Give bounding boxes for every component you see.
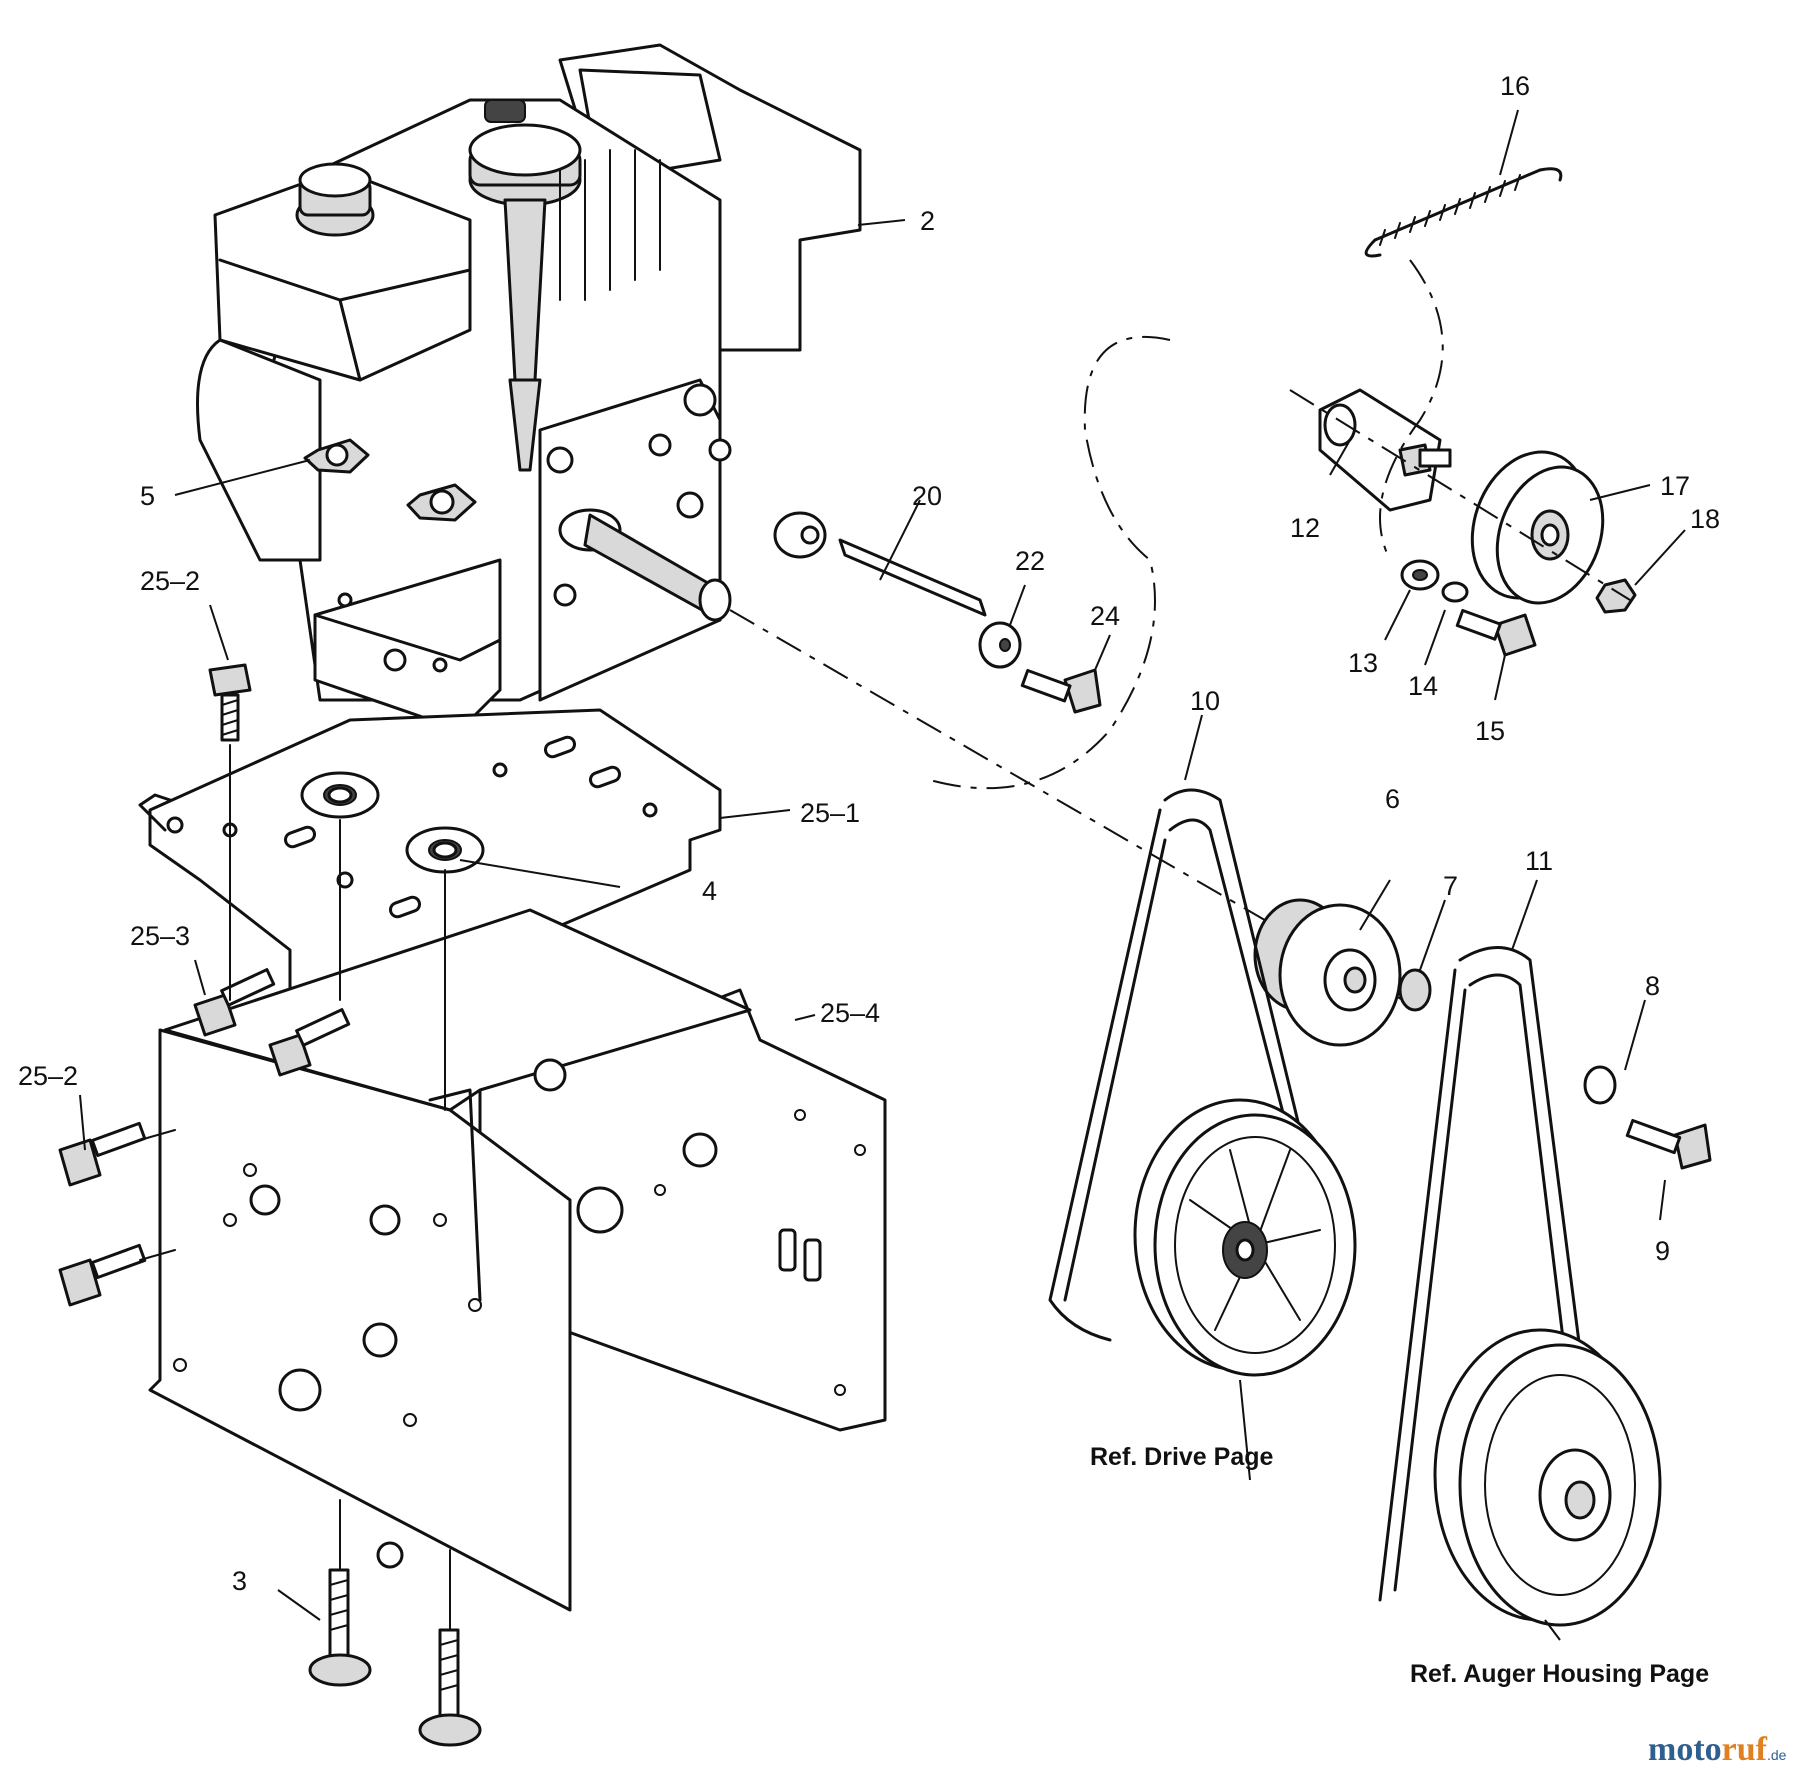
- auger-belt-11: [1378, 946, 1662, 1627]
- frame-housing-25-4: [148, 908, 887, 1612]
- callout-20: 20: [912, 481, 942, 511]
- frame-bolts: [58, 663, 482, 1747]
- ref-auger-housing-page: Ref. Auger Housing Page: [1410, 1660, 1709, 1688]
- callout-25-1: 25–1: [800, 798, 860, 828]
- callout-8: 8: [1645, 971, 1660, 1001]
- callout-25-3: 25–3: [130, 921, 190, 951]
- callout-2: 2: [920, 206, 935, 236]
- callout-16: 16: [1500, 71, 1530, 101]
- callout-17: 17: [1660, 471, 1690, 501]
- watermark-part2: ruf: [1722, 1731, 1768, 1768]
- callout-3: 3: [232, 1566, 247, 1596]
- callout-9: 9: [1655, 1236, 1670, 1266]
- watermark-part3: .de: [1767, 1747, 1787, 1763]
- callout-5: 5: [140, 481, 155, 511]
- ref-drive-page: Ref. Drive Page: [1090, 1443, 1274, 1471]
- callout-13: 13: [1348, 648, 1378, 678]
- engine-assembly: [196, 43, 862, 752]
- callout-25-2-upper: 25–2: [140, 566, 200, 596]
- drive-pulley-assembly: [729, 335, 1712, 1170]
- callout-15: 15: [1475, 716, 1505, 746]
- idler-assembly: [1289, 167, 1637, 657]
- callout-14: 14: [1408, 671, 1438, 701]
- callout-18: 18: [1690, 504, 1720, 534]
- watermark: motoruf.de: [1648, 1731, 1787, 1768]
- watermark-text: motoruf.de: [1648, 1731, 1787, 1768]
- callout-labels: 2 5 25–2 25–1 4 25–3 25–4 25–2 3 16 20 2…: [18, 71, 1720, 1596]
- reference-labels: Ref. Drive Page Ref. Auger Housing Page: [1090, 1443, 1709, 1688]
- watermark-part1: moto: [1648, 1731, 1722, 1768]
- callout-11: 11: [1525, 846, 1553, 876]
- leader-lines: [79, 109, 1686, 1641]
- callout-25-2-lower: 25–2: [18, 1061, 78, 1091]
- callout-12: 12: [1290, 513, 1320, 543]
- callout-25-4: 25–4: [820, 998, 880, 1028]
- callout-4: 4: [702, 876, 717, 906]
- callout-22: 22: [1015, 546, 1045, 576]
- callout-10: 10: [1190, 686, 1220, 716]
- callout-7: 7: [1443, 871, 1458, 901]
- callout-6: 6: [1385, 784, 1400, 814]
- callout-24: 24: [1090, 601, 1120, 631]
- drive-belt-10: [1048, 788, 1357, 1377]
